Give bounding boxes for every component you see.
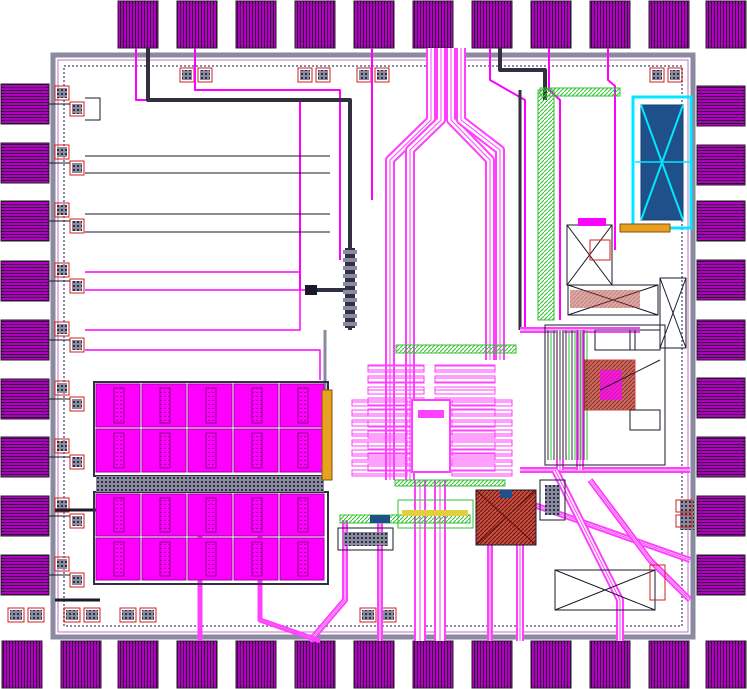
left-pad bbox=[0, 495, 50, 537]
bottom-pad bbox=[1, 640, 43, 689]
metal-trace bbox=[85, 349, 321, 380]
esd-cell-left bbox=[49, 497, 85, 529]
esd-cell-right bbox=[675, 514, 693, 528]
digital-strip bbox=[337, 499, 474, 551]
bottom-pad bbox=[353, 640, 395, 689]
bottom-pad bbox=[412, 640, 454, 689]
top-pad bbox=[648, 0, 690, 49]
top-pad bbox=[117, 0, 159, 49]
left-pad bbox=[0, 554, 50, 596]
top-pad bbox=[471, 0, 513, 49]
esd-cell-top bbox=[297, 67, 331, 83]
metal-bus bbox=[460, 48, 501, 360]
metal-trace bbox=[607, 48, 616, 250]
top-pad bbox=[235, 0, 277, 49]
metal-bus bbox=[409, 48, 442, 480]
right-pad bbox=[696, 554, 746, 596]
green-strip bbox=[339, 514, 471, 524]
esd-cell-left bbox=[49, 380, 85, 412]
esd-cell-right bbox=[675, 499, 693, 513]
esd-cell-bottom bbox=[7, 607, 45, 623]
left-pad bbox=[0, 200, 50, 242]
bottom-pad bbox=[530, 640, 572, 689]
top-pad bbox=[530, 0, 572, 49]
esd-cell-left bbox=[49, 556, 85, 588]
metal-bus bbox=[389, 48, 432, 480]
logic-block-center bbox=[475, 479, 566, 546]
top-pad bbox=[705, 0, 747, 49]
circuit-blocks bbox=[93, 95, 694, 611]
left-pad bbox=[0, 436, 50, 478]
bottom-pad bbox=[235, 640, 277, 689]
esd-cell-top bbox=[649, 67, 683, 83]
analog-block-right bbox=[566, 218, 687, 349]
bottom-pad bbox=[705, 640, 747, 689]
driver-column bbox=[305, 248, 357, 328]
right-pad bbox=[696, 85, 746, 127]
left-pad bbox=[0, 260, 50, 302]
esd-cell-left bbox=[49, 144, 85, 176]
bottom-pad bbox=[648, 640, 690, 689]
top-pad bbox=[294, 0, 336, 49]
right-pad bbox=[696, 495, 746, 537]
top-pad bbox=[412, 0, 454, 49]
right-pad bbox=[696, 200, 746, 242]
metal-bus bbox=[589, 479, 691, 601]
esd-cell-left bbox=[49, 321, 85, 353]
green-strip bbox=[394, 479, 506, 487]
metal-trace bbox=[85, 290, 301, 331]
left-pad bbox=[0, 319, 50, 361]
left-pad bbox=[0, 83, 50, 125]
right-pad bbox=[696, 144, 746, 186]
logic-block-red bbox=[544, 324, 666, 466]
esd-cell-bottom bbox=[359, 607, 397, 623]
green-strip bbox=[537, 89, 555, 321]
left-pad bbox=[0, 142, 50, 184]
right-pad bbox=[696, 319, 746, 361]
bottom-pad bbox=[176, 640, 218, 689]
esd-cell-left bbox=[49, 262, 85, 294]
right-pad bbox=[696, 259, 746, 301]
metal-bus bbox=[309, 520, 346, 642]
right-pad bbox=[696, 436, 746, 478]
esd-cell-bottom bbox=[119, 607, 157, 623]
metal-trace bbox=[498, 48, 547, 100]
metal-trace bbox=[194, 48, 341, 260]
bottom-pad bbox=[60, 640, 102, 689]
metal-bus bbox=[450, 48, 491, 360]
esd-cell-left bbox=[49, 202, 85, 234]
bottom-pad bbox=[589, 640, 631, 689]
top-pad bbox=[589, 0, 631, 49]
transistor-bank bbox=[351, 364, 513, 477]
metal-trace bbox=[85, 97, 101, 121]
top-pad bbox=[353, 0, 395, 49]
metal-routing bbox=[7, 48, 693, 644]
capacitor-array-bottom bbox=[93, 491, 329, 585]
esd-cell-left bbox=[49, 85, 85, 117]
bottom-pad bbox=[294, 640, 336, 689]
right-pad bbox=[696, 377, 746, 419]
left-pad bbox=[0, 378, 50, 420]
esd-cell-bottom bbox=[63, 607, 101, 623]
cap-mesh bbox=[96, 476, 324, 492]
capacitor-array-top bbox=[93, 381, 329, 477]
bottom-pad bbox=[117, 640, 159, 689]
metal-trace bbox=[489, 48, 526, 330]
inductor-cyan bbox=[619, 95, 693, 233]
top-pad bbox=[176, 0, 218, 49]
green-strip bbox=[395, 344, 517, 354]
cap-side-strip bbox=[321, 389, 333, 481]
bottom-pad bbox=[471, 640, 513, 689]
esd-cell-left bbox=[49, 438, 85, 470]
